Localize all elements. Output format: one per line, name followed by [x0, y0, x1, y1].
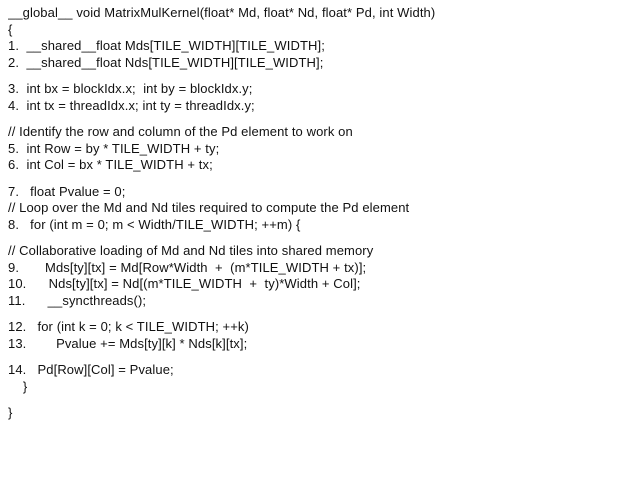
code-line-11: 11. __syncthreads(); [8, 292, 147, 308]
code-line-14: 14. Pd[Row][Col] = Pvalue; [8, 362, 174, 377]
code-line-inner-close-brace: } [8, 378, 28, 394]
code-line-8: 8. for (int m = 0; m < Width/TILE_WIDTH;… [8, 216, 301, 232]
blank-line [8, 114, 620, 124]
code-line-13: 13. Pvalue += Mds[ty][k] * Nds[k][tx]; [8, 335, 248, 351]
blank-line [8, 174, 620, 184]
blank-line [8, 309, 620, 319]
code-line-2: 2. __shared__float Nds[TILE_WIDTH][TILE_… [8, 54, 324, 70]
code-line-10: 10. Nds[ty][tx] = Nd[(m*TILE_WIDTH + ty)… [8, 276, 361, 291]
blank-line [8, 233, 620, 243]
code-line-5: 5. int Row = by * TILE_WIDTH + ty; [8, 140, 220, 156]
code-line-6: 6. int Col = bx * TILE_WIDTH + tx; [8, 157, 213, 172]
code-line-close-brace: } [8, 405, 13, 420]
code-line-kernel-signature: __global__ void MatrixMulKernel(float* M… [8, 5, 436, 20]
code-line-1: 1. __shared__float Mds[TILE_WIDTH][TILE_… [8, 38, 325, 53]
code-line-open-brace: { [8, 21, 13, 37]
code-listing: __global__ void MatrixMulKernel(float* M… [8, 5, 620, 422]
code-line-3: 3. int bx = blockIdx.x; int by = blockId… [8, 81, 253, 96]
blank-line [8, 352, 620, 362]
code-line-7: 7. float Pvalue = 0; [8, 183, 126, 199]
blank-line [8, 71, 620, 81]
code-line-9: 9. Mds[ty][tx] = Md[Row*Width + (m*TILE_… [8, 259, 367, 275]
code-line-12: 12. for (int k = 0; k < TILE_WIDTH; ++k) [8, 319, 249, 334]
code-comment-loop: // Loop over the Md and Nd tiles require… [8, 200, 410, 215]
blank-line [8, 395, 620, 405]
code-comment-identify: // Identify the row and column of the Pd… [8, 124, 353, 139]
code-line-4: 4. int tx = threadIdx.x; int ty = thread… [8, 97, 255, 113]
code-comment-collaborative: // Collaborative loading of Md and Nd ti… [8, 243, 374, 258]
